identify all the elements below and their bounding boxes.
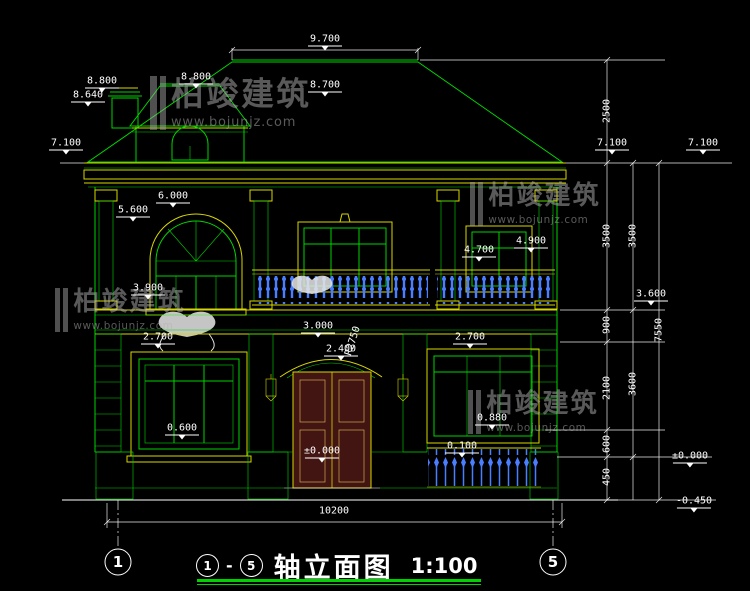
window-1f-left	[126, 351, 252, 463]
main-roof	[84, 59, 566, 164]
title-underline-thick	[197, 579, 481, 582]
dormer	[129, 83, 251, 163]
window-1f-right	[426, 348, 540, 444]
title-axis-separator: -	[226, 556, 233, 575]
railing-1f-right	[427, 447, 541, 488]
chimney	[108, 87, 142, 129]
entrance-door	[279, 359, 383, 489]
balcony-balustrade	[252, 269, 555, 306]
title-scale: 1:100	[410, 553, 478, 578]
title-name: 轴立面图	[273, 553, 394, 584]
axis-bubble-1	[104, 548, 132, 576]
title-axis-to: 5	[239, 554, 263, 577]
title-underline-thin	[197, 584, 481, 585]
axis-bubble-1-label: 1	[113, 553, 123, 571]
axis-markers: 1 5	[104, 500, 567, 576]
wall-lamp-right	[397, 374, 409, 402]
base-plinth	[62, 451, 618, 501]
floor-band	[95, 309, 557, 335]
wall-lamp-left	[265, 374, 277, 402]
window-2f-left-arched	[145, 213, 247, 316]
title-axis-from: 1	[196, 554, 219, 577]
cornice	[83, 167, 567, 188]
drawing-title: 1 - 5 轴立面图 1:100	[196, 546, 478, 585]
axis-bubble-5-label: 5	[548, 553, 558, 571]
ornament-left-window	[158, 311, 216, 352]
axis-bubble-5	[539, 548, 567, 576]
ornament-balcony	[291, 275, 333, 294]
